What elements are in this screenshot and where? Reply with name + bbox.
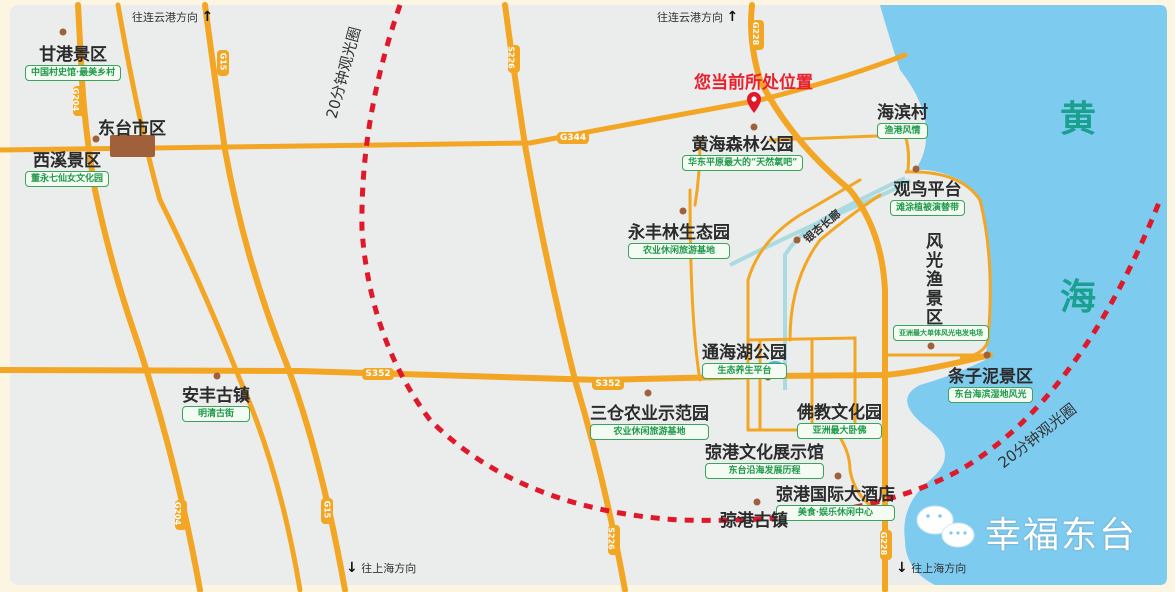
s226-bottom-shield <box>608 525 620 555</box>
poi-anfeng-town[interactable]: 安丰古镇 明清古街 <box>182 381 250 422</box>
road-label-s226-bottom: S226 <box>606 527 616 550</box>
twenty-minute-ring <box>359 4 1163 523</box>
road-label-g15-top: G15 <box>218 52 228 71</box>
road-label-s352-left: S352 <box>365 369 391 379</box>
poi-huanghai-forest[interactable]: 黄海森林公园 华东平原最大的“天然氧吧” <box>682 130 804 171</box>
direction-north-left: 往连云港方向 ↑ <box>132 9 214 25</box>
road-label-g228-top: G228 <box>751 21 761 46</box>
g228-top-shield <box>752 20 764 50</box>
road-label-g228-bottom: G228 <box>879 531 889 556</box>
arrow-down-icon: ↓ <box>896 560 908 576</box>
poi-fengguang-yu[interactable]: 风光渔景区 <box>922 232 942 327</box>
road-label-g204-bottom: G204 <box>173 501 183 526</box>
road-label-g15-bottom: G15 <box>322 500 332 519</box>
g15-top-shield <box>217 50 229 76</box>
s352-left-shield <box>362 368 394 380</box>
sea-label-huang: 黄 <box>1060 98 1097 140</box>
sea-label-hai: 海 <box>1060 276 1097 318</box>
s226-top-shield <box>508 45 520 73</box>
poi-dongtai-city[interactable]: 东台市区 <box>98 119 166 139</box>
coastal-land-lobe <box>900 171 991 358</box>
g204-bottom-shield <box>175 500 187 530</box>
g228-bottom-shield <box>880 530 892 560</box>
direction-south-right: ↓ 往上海方向 <box>896 560 967 576</box>
poi-xixi[interactable]: 西溪景区 董永七仙女文化园 <box>25 146 110 187</box>
road-label-s352-right: S352 <box>595 379 621 389</box>
arrow-up-icon: ↑ <box>726 9 739 25</box>
poi-tonghai-lake-park[interactable]: 通海湖公园 生态养生平台 <box>702 338 787 379</box>
poi-jianggang-museum[interactable]: 弶港文化展示馆 东台沿海发展历程 <box>705 438 824 479</box>
g204-top-shield <box>73 86 85 116</box>
poi-bird-watching[interactable]: 观鸟平台 滩涂植被演替带 <box>890 175 966 216</box>
city-block <box>110 135 155 157</box>
direction-south-left: ↓ 往上海方向 <box>346 560 417 576</box>
arrow-up-icon: ↑ <box>201 9 214 25</box>
poi-yongfeng-eco[interactable]: 永丰林生态园 农业休闲旅游基地 <box>628 218 730 259</box>
wechat-icon <box>916 505 975 548</box>
s352-right-shield <box>592 378 624 390</box>
direction-north-right: 往连云港方向 ↑ <box>657 9 739 25</box>
arrow-down-icon: ↓ <box>346 560 358 576</box>
poi-jianggang-town[interactable]: 弶港古镇 <box>720 511 788 531</box>
road-label-g204-top: G204 <box>71 87 81 112</box>
poi-gangang[interactable]: 甘港景区 中国村史馆·最美乡村 <box>25 40 122 81</box>
poi-haibin-village[interactable]: 海滨村 渔港风情 <box>877 98 928 139</box>
poi-tiaozini[interactable]: 条子泥景区 东台海滨湿地风光 <box>948 362 1033 403</box>
brand-title: 幸福东台 <box>985 515 1138 556</box>
poi-sancang-agri[interactable]: 三仓农业示范园 农业休闲旅游基地 <box>590 399 709 440</box>
poi-jianggang-hotel[interactable]: 弶港国际大酒店 美食·娱乐休闲中心 <box>776 480 895 521</box>
yellow-sea-area <box>880 5 1167 585</box>
current-location-label: 您当前所处位置 <box>694 73 813 93</box>
current-location-pin-icon <box>747 92 761 113</box>
g15-bottom-shield <box>321 498 333 524</box>
g344-shield <box>557 132 589 144</box>
road-label-s226-top: S226 <box>506 46 516 69</box>
road-label-g344: G344 <box>559 133 587 143</box>
poi-fengguang-yu-tag: 亚洲最大单体风光电发电场 <box>893 325 989 341</box>
poi-buddhist-culture[interactable]: 佛教文化园 亚洲最大卧佛 <box>797 398 882 439</box>
